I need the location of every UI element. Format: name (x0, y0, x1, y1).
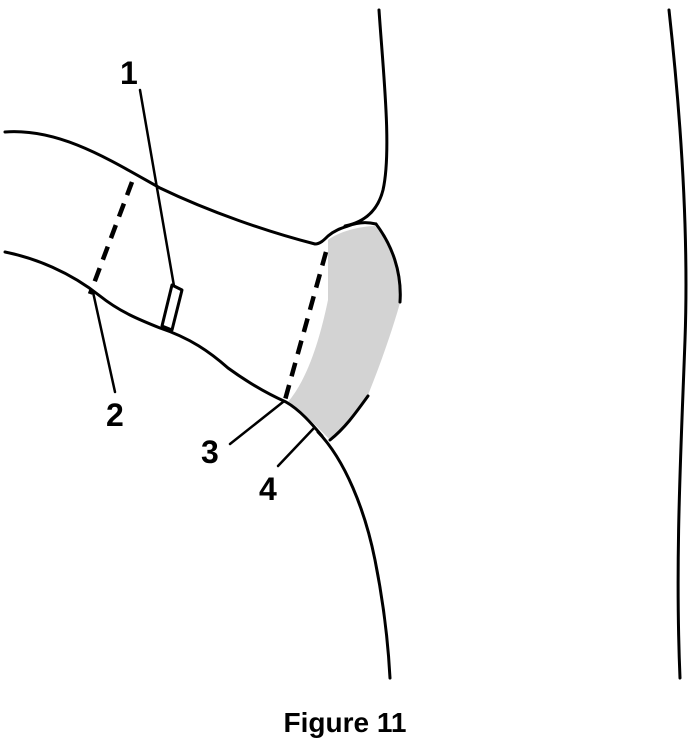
callout-3: 3 (201, 434, 219, 470)
figure-caption: Figure 11 (284, 707, 407, 738)
dashed-line-right (282, 251, 329, 401)
right-edge-line (667, 8, 688, 680)
shaded-region-outline-top (374, 222, 402, 304)
leader-line-3 (228, 400, 285, 446)
callout-4: 4 (259, 471, 277, 507)
leader-line-2 (91, 290, 117, 394)
leader-line-4 (276, 426, 316, 468)
member-upper-edge (3, 130, 378, 246)
slot-mark (160, 283, 184, 332)
shaded-region-outline-bottom (328, 394, 370, 442)
callout-2: 2 (106, 397, 124, 433)
vertical-member-upper-line (343, 8, 389, 228)
member-lower-edge (3, 250, 324, 438)
vertical-member-lower-line (316, 430, 392, 680)
dashed-line-left (87, 181, 135, 295)
leader-line-1 (138, 88, 176, 288)
callout-1: 1 (120, 55, 138, 91)
shaded-region (288, 226, 402, 440)
